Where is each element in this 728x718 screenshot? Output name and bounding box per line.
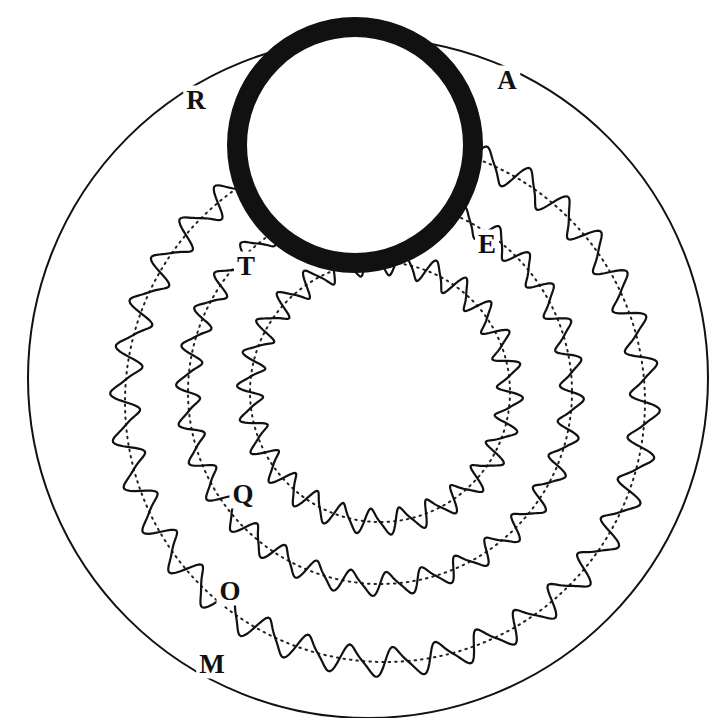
point-label: R bbox=[183, 86, 209, 115]
point-label: M bbox=[196, 650, 227, 679]
point-label: O bbox=[216, 577, 243, 606]
point-label: E bbox=[475, 230, 499, 259]
point-label: Q bbox=[229, 480, 256, 509]
wave-orbit bbox=[237, 249, 523, 534]
point-label: T bbox=[234, 252, 258, 281]
dotted-orbit bbox=[250, 262, 510, 522]
thick-ring bbox=[237, 27, 473, 263]
point-label: A bbox=[494, 66, 520, 95]
